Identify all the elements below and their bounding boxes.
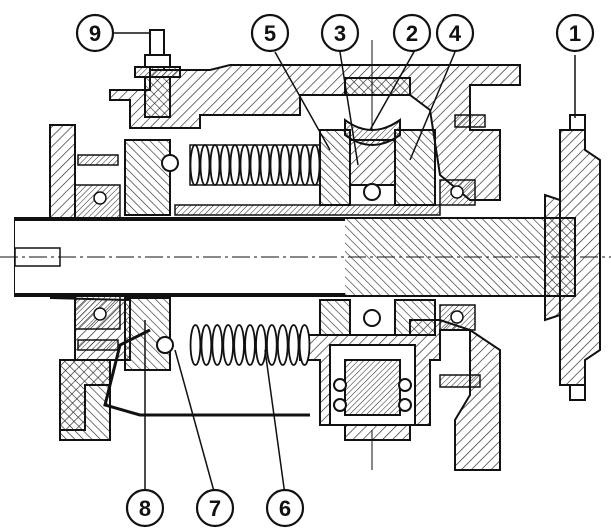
spring-coils-lower [189, 324, 311, 366]
callout-label: 4 [449, 21, 462, 46]
callout-label: 6 [279, 496, 291, 521]
worm-lower [329, 344, 416, 426]
callout-circle [320, 13, 360, 53]
callout-circle [555, 13, 595, 53]
spring-coil [289, 144, 301, 186]
callout-9: 9 [75, 13, 115, 53]
callout-label: 5 [264, 21, 276, 46]
spring-coil [189, 144, 201, 186]
callout-label: 3 [334, 21, 346, 46]
bolts [77, 114, 486, 388]
callout-7: 7 [195, 488, 235, 528]
spring-coil [287, 324, 300, 366]
spring-coil [266, 324, 278, 366]
spring-coil [211, 324, 224, 366]
main-shaft [0, 217, 611, 297]
leader-lines [112, 32, 576, 496]
callout-label: 8 [139, 496, 151, 521]
callout-circle [75, 13, 115, 53]
right-bearings [439, 179, 476, 331]
callout-label: 9 [89, 21, 101, 46]
spring-coil [209, 144, 221, 186]
spring-coil [200, 324, 213, 366]
callout-circle [195, 488, 235, 528]
callout-circle [265, 488, 305, 528]
spring-coil [255, 324, 267, 366]
vent-plug [134, 29, 181, 118]
spring-coil [239, 144, 251, 186]
callout-circle [392, 13, 432, 53]
callout-4: 4 [435, 13, 475, 53]
spring-coil [249, 144, 261, 186]
callout-1: 1 [555, 13, 595, 53]
spring-coils-upper [189, 144, 321, 186]
spring-sleeve [174, 204, 441, 216]
spring-coil [229, 144, 241, 186]
clutch-collar [124, 139, 179, 371]
spring-coil [279, 144, 291, 186]
spring-coil [259, 144, 271, 186]
spring-coil [298, 324, 311, 366]
callouts: 1 2 3 4 5 6 7 8 9 [75, 13, 595, 528]
callout-label: 1 [569, 21, 581, 46]
spring-coil [269, 144, 281, 186]
spring-coil [199, 144, 211, 186]
spring-coil [299, 144, 311, 186]
callout-label: 2 [406, 21, 418, 46]
callout-3: 3 [320, 13, 360, 53]
spring-coil [189, 324, 202, 366]
callout-circle [125, 488, 165, 528]
callout-6: 6 [265, 488, 305, 528]
spring-coil [276, 324, 289, 366]
callout-5: 5 [250, 13, 290, 53]
callout-circle [250, 13, 290, 53]
spring-coil [219, 144, 231, 186]
callout-label: 7 [209, 496, 221, 521]
callout-2: 2 [392, 13, 432, 53]
spring-coil [222, 324, 234, 366]
spring-coil [233, 324, 245, 366]
callout-8: 8 [125, 488, 165, 528]
gear-assembly [319, 40, 436, 470]
left-bearings [74, 184, 121, 330]
callout-circle [435, 13, 475, 53]
spring-coil [309, 144, 321, 186]
spring-coil [244, 324, 256, 366]
